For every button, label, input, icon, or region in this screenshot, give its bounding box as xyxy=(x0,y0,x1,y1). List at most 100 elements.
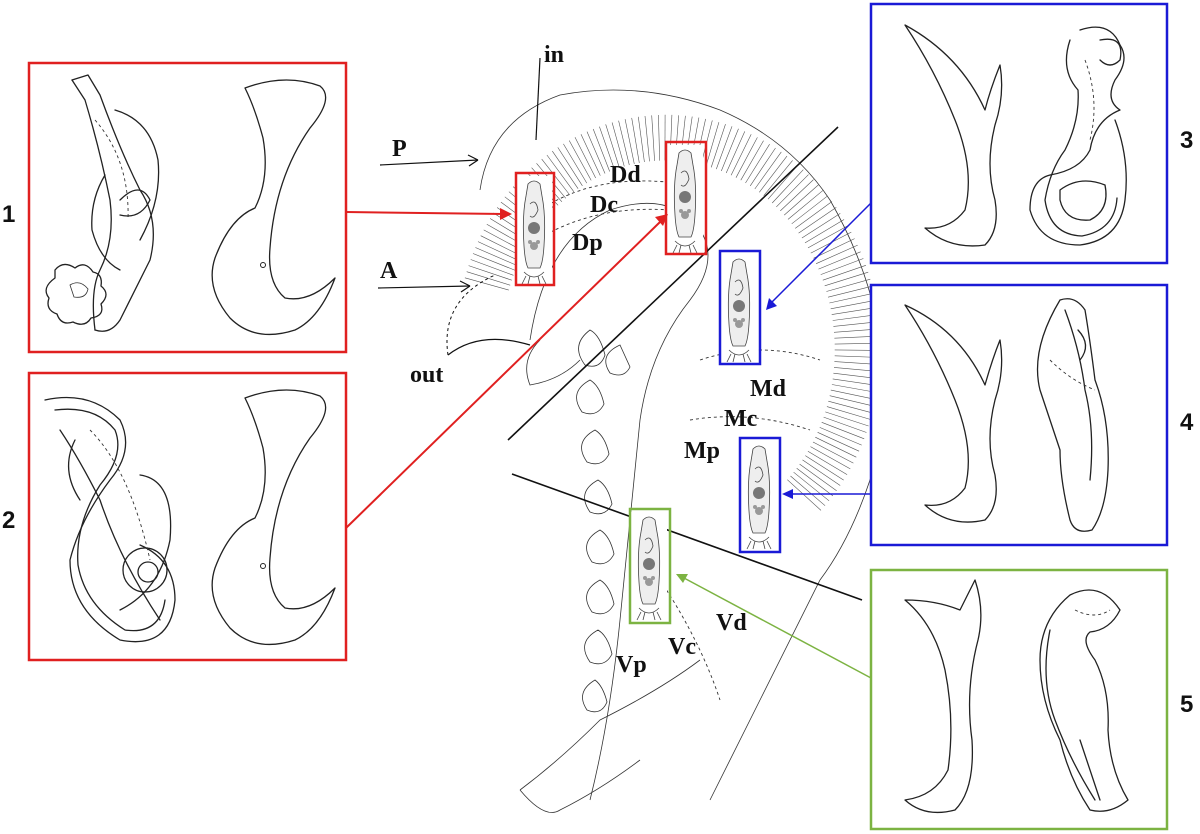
filament-ray xyxy=(830,389,876,400)
label-a: A xyxy=(380,258,398,284)
filament-ray xyxy=(546,154,575,192)
filament-ray xyxy=(822,265,866,281)
filament-ray xyxy=(784,184,819,216)
worm-markers xyxy=(514,140,782,625)
copulatory-organ-drawing-4 xyxy=(1036,298,1109,532)
filament-ray xyxy=(740,140,764,181)
copulatory-organ-drawing-5 xyxy=(1039,589,1129,812)
filament-ray xyxy=(819,427,862,446)
label-dp: Dp xyxy=(572,230,603,256)
filament-ray xyxy=(830,300,876,310)
anchor-hook-drawing-2 xyxy=(211,389,336,646)
filament-ray xyxy=(815,244,858,264)
filament-ray xyxy=(574,137,596,179)
filament-ray xyxy=(817,432,860,452)
filament-ray xyxy=(552,150,579,189)
filament-ray xyxy=(618,120,630,166)
panel-4: 4 xyxy=(869,283,1194,547)
filament-ray xyxy=(818,251,861,270)
filament-ray xyxy=(745,144,770,184)
orientation-arrows xyxy=(377,154,531,356)
filament-ray xyxy=(825,411,869,427)
filament-ray xyxy=(599,126,615,170)
filament-ray xyxy=(810,446,851,470)
filament-ray xyxy=(799,463,837,492)
label-mc: Mc xyxy=(724,406,758,432)
worm-marker-green xyxy=(628,507,672,625)
label-in: in xyxy=(544,42,564,68)
filament-ray xyxy=(807,225,848,249)
filament-ray xyxy=(828,400,873,414)
filament-ray xyxy=(771,169,804,204)
connectors xyxy=(345,202,872,679)
filament-ray xyxy=(805,455,844,481)
filament-ray xyxy=(787,190,824,220)
filament-ray xyxy=(605,124,620,168)
label-vc: Vc xyxy=(668,634,696,660)
panel-5-number: 5 xyxy=(1180,691,1193,718)
filament-ray xyxy=(790,475,826,506)
filament-ray xyxy=(827,285,873,298)
filament-ray xyxy=(829,395,875,407)
worm-marker-blue-2 xyxy=(738,436,782,554)
filament-ray xyxy=(468,265,512,281)
filament-ray xyxy=(611,122,625,167)
filament-ray xyxy=(638,116,645,163)
filament-ray xyxy=(644,115,650,162)
filament-ray xyxy=(716,126,733,170)
filament-ray xyxy=(831,384,877,393)
filament-ray xyxy=(821,422,865,440)
label-dd: Dd xyxy=(610,162,641,188)
anchor-hook-drawing-4 xyxy=(904,304,1003,523)
filament-ray xyxy=(798,207,837,234)
filament-ray xyxy=(754,151,782,190)
filament-ray xyxy=(763,160,793,196)
filament-ray xyxy=(586,131,606,174)
filament-ray xyxy=(820,258,864,275)
filament-ray xyxy=(801,213,841,239)
panel-2: 2 xyxy=(2,371,348,662)
filament-ray xyxy=(787,479,822,511)
filament-ray xyxy=(831,307,877,315)
filament-ray xyxy=(759,155,788,193)
copulatory-organ-drawing-1 xyxy=(45,74,160,332)
filament-ray xyxy=(802,459,841,486)
panel-1: 1 xyxy=(2,61,348,354)
anchor-hook-drawing-3 xyxy=(904,24,1003,247)
filament-ray xyxy=(710,124,726,168)
filament-ray xyxy=(631,117,640,163)
filament-ray xyxy=(795,201,833,229)
copulatory-organ-drawing-3 xyxy=(1029,26,1127,246)
filament-ray xyxy=(796,467,834,497)
panel-2-number: 2 xyxy=(2,507,15,534)
filament-ray xyxy=(823,416,867,433)
panel-4-number: 4 xyxy=(1180,409,1194,436)
label-out: out xyxy=(410,362,443,388)
filament-ray xyxy=(592,128,610,172)
filament-ray xyxy=(658,114,660,161)
filament-ray xyxy=(735,137,758,178)
filament-ray xyxy=(563,143,588,184)
filament-ray xyxy=(557,147,583,186)
label-p: P xyxy=(392,136,407,162)
filament-ray xyxy=(464,277,509,291)
filament-ray xyxy=(776,174,809,208)
filament-ray xyxy=(651,115,655,161)
filament-ray xyxy=(813,238,855,259)
panel-3-number: 3 xyxy=(1180,127,1193,154)
filament-ray xyxy=(624,119,635,164)
filament-ray xyxy=(780,179,814,212)
panel-5: 5 xyxy=(869,568,1193,831)
filament-ray xyxy=(815,436,857,458)
filament-ray xyxy=(466,271,511,286)
filament-ray xyxy=(749,147,776,187)
worm-marker-blue-1 xyxy=(718,249,762,366)
label-dc: Dc xyxy=(590,192,618,218)
label-vd: Vd xyxy=(716,610,747,636)
filament-ray xyxy=(730,134,752,176)
filament-ray xyxy=(826,278,871,292)
anchor-hook-drawing-5 xyxy=(904,579,982,814)
filament-ray xyxy=(829,292,874,304)
worm-marker-red-1 xyxy=(514,171,556,287)
